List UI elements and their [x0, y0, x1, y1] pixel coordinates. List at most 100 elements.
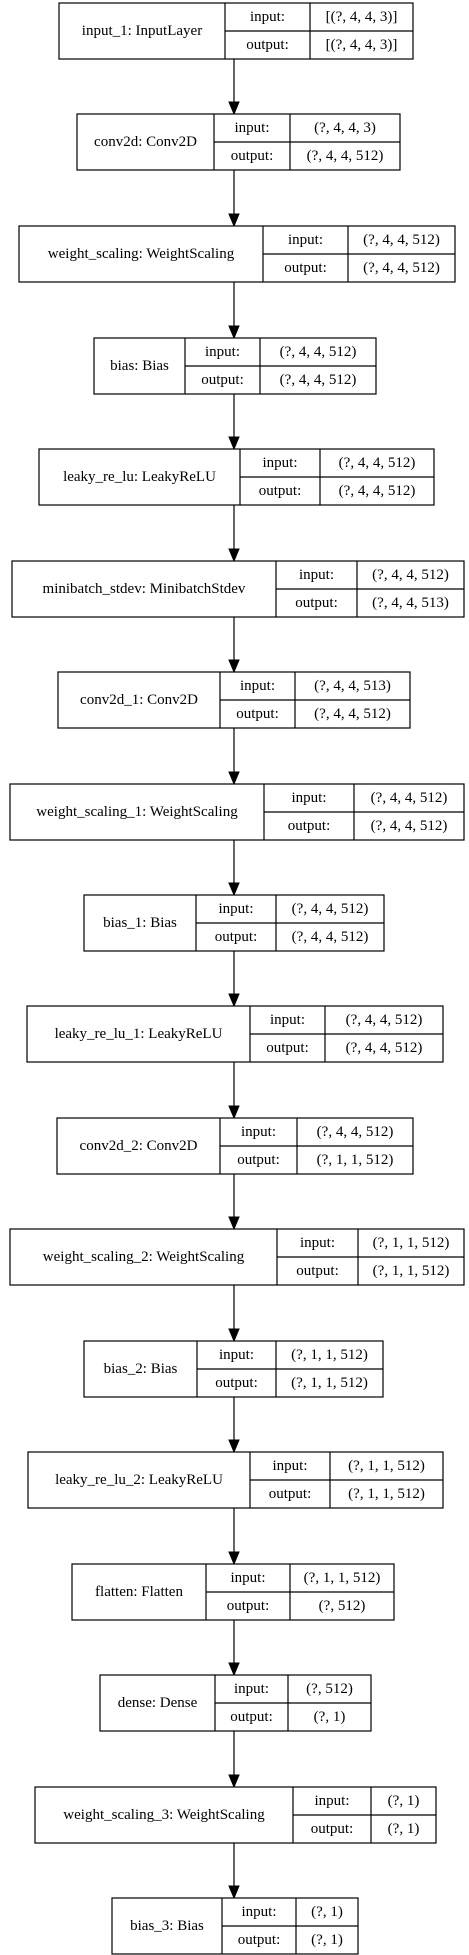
- output-shape: (?, 1): [314, 1709, 346, 1725]
- output-label: output:: [231, 148, 274, 164]
- input-label: input:: [314, 1793, 349, 1809]
- layer-node: leaky_re_lu_2: LeakyReLU input: output: (?,…: [27, 1451, 444, 1509]
- output-label: output:: [215, 929, 258, 945]
- input-shape: (?, 4, 4, 512): [280, 344, 357, 360]
- input-shape: (?, 4, 4, 512): [363, 232, 440, 248]
- layer-name: leaky_re_lu_2: LeakyReLU: [55, 1472, 223, 1488]
- input-label: input:: [205, 344, 240, 360]
- output-shape: (?, 4, 4, 512): [280, 372, 357, 388]
- edge-arrow: [228, 1062, 240, 1120]
- output-label: output:: [266, 1040, 309, 1056]
- edge-arrow: [228, 951, 240, 1008]
- edge-arrow: [228, 1508, 240, 1566]
- output-shape: (?, 1): [311, 1932, 343, 1948]
- input-label: input:: [241, 1904, 276, 1920]
- edge-arrow: [228, 170, 240, 228]
- edge-arrow: [228, 1285, 240, 1343]
- output-shape: (?, 1): [388, 1821, 420, 1837]
- output-label: output:: [246, 37, 289, 53]
- layer-name: leaky_re_lu: LeakyReLU: [63, 469, 216, 485]
- input-shape: (?, 4, 4, 513): [314, 678, 391, 694]
- edge-arrow: [228, 59, 240, 116]
- layer-name: weight_scaling_2: WeightScaling: [43, 1249, 245, 1265]
- input-label: input:: [291, 790, 326, 806]
- output-label: output:: [284, 260, 327, 276]
- output-shape: (?, 1, 1, 512): [317, 1152, 394, 1168]
- layer-name: bias_2: Bias: [104, 1361, 178, 1377]
- input-label: input:: [234, 1681, 269, 1697]
- layer-node: weight_scaling_1: WeightScalinginput:out…: [9, 783, 465, 841]
- edge-arrow: [228, 617, 240, 674]
- input-label: input:: [218, 901, 253, 917]
- input-label: input:: [272, 1458, 307, 1474]
- arrowhead-icon: [228, 1551, 240, 1566]
- input-label: input:: [270, 1012, 305, 1028]
- output-shape: (?, 1, 1, 512): [348, 1486, 425, 1502]
- output-label: output:: [259, 483, 302, 499]
- layer-node: minibatch_stdev: MinibatchStdevinput:out…: [11, 560, 465, 618]
- edge-arrow: [228, 505, 240, 563]
- output-label: output:: [237, 1152, 280, 1168]
- arrowhead-icon: [228, 993, 240, 1008]
- input-shape: (?, 1): [311, 1904, 343, 1920]
- input-shape: [(?, 4, 4, 3)]: [326, 9, 398, 25]
- arrowhead-icon: [228, 771, 240, 786]
- layer-name: bias_1: Bias: [103, 915, 177, 931]
- input-shape: (?, 4, 4, 512): [339, 455, 416, 471]
- arrowhead-icon: [228, 1439, 240, 1454]
- output-shape: (?, 4, 4, 512): [339, 483, 416, 499]
- input-shape: (?, 4, 4, 3): [314, 120, 376, 136]
- output-shape: [(?, 4, 4, 3)]: [326, 37, 398, 53]
- layer-name: input_1: InputLayer: [82, 23, 202, 39]
- layer-name: weight_scaling_3: WeightScaling: [63, 1807, 265, 1823]
- input-label: input:: [234, 120, 269, 136]
- output-shape: (?, 1, 1, 512): [291, 1375, 368, 1391]
- arrowhead-icon: [228, 1328, 240, 1343]
- arrowhead-icon: [228, 1105, 240, 1120]
- layer-node: weight_scaling_3: WeightScalinginput:out…: [34, 1786, 437, 1844]
- output-shape: (?, 4, 4, 512): [363, 260, 440, 276]
- layer-name: conv2d_2: Conv2D: [80, 1138, 198, 1154]
- arrowhead-icon: [228, 548, 240, 563]
- arrowhead-icon: [228, 1774, 240, 1789]
- input-label: input:: [300, 1235, 335, 1251]
- arrowhead-icon: [228, 659, 240, 674]
- input-label: input:: [241, 1124, 276, 1140]
- layer-node: input_1: InputLayer input: output: [(?, 4, …: [58, 2, 414, 60]
- layer-node: weight_scaling: WeightScalinginput:outpu…: [18, 225, 456, 283]
- input-shape: (?, 1, 1, 512): [291, 1347, 368, 1363]
- layer-box: [38, 448, 435, 506]
- output-shape: (?, 4, 4, 512): [307, 148, 384, 164]
- arrowhead-icon: [228, 882, 240, 897]
- input-label: input:: [240, 678, 275, 694]
- edge-arrow: [228, 1731, 240, 1789]
- output-label: output:: [238, 1932, 281, 1948]
- edge-arrow: [228, 1843, 240, 1900]
- arrowhead-icon: [228, 101, 240, 116]
- layer-name: bias: Bias: [110, 358, 169, 374]
- arrowhead-icon: [228, 1885, 240, 1900]
- edge-arrow: [228, 394, 240, 451]
- arrowhead-icon: [228, 325, 240, 340]
- layer-name: conv2d_1: Conv2D: [80, 692, 198, 708]
- layer-name: dense: Dense: [118, 1695, 198, 1711]
- arrowhead-icon: [228, 1216, 240, 1231]
- layer-name: flatten: Flatten: [95, 1584, 183, 1600]
- output-shape: (?, 4, 4, 512): [346, 1040, 423, 1056]
- output-shape: (?, 1, 1, 512): [373, 1263, 450, 1279]
- input-label: input:: [288, 232, 323, 248]
- layer-name: minibatch_stdev: MinibatchStdev: [43, 581, 246, 597]
- edge-arrow: [228, 840, 240, 897]
- output-label: output:: [269, 1486, 312, 1502]
- input-shape: (?, 1, 1, 512): [373, 1235, 450, 1251]
- arrowhead-icon: [228, 213, 240, 228]
- input-label: input:: [250, 9, 285, 25]
- arrowhead-icon: [228, 1662, 240, 1677]
